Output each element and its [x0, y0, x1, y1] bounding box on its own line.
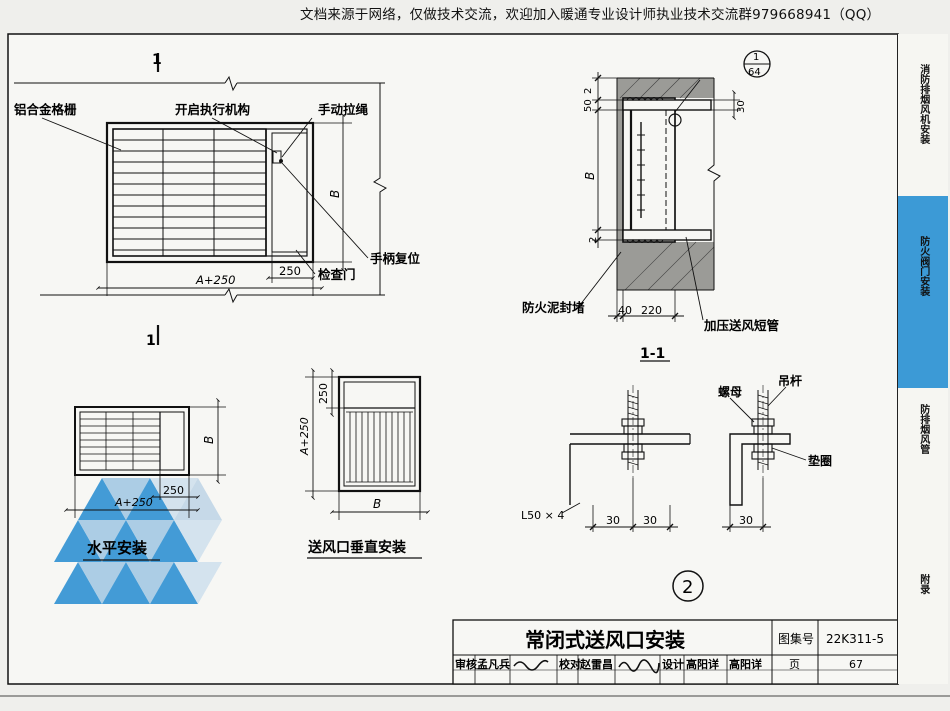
dim-sec-bottom: 2: [588, 237, 599, 243]
dim-sec-wall-b: 220: [641, 304, 662, 317]
review-label: 审核: [455, 657, 477, 671]
vertical-view: [305, 368, 430, 559]
drawing-title: 常闭式送风口安装: [525, 628, 685, 652]
dim-sec-top-b: 50: [583, 99, 594, 112]
dim-elev-height: B: [328, 190, 342, 198]
section-mark-bottom: 1: [146, 333, 156, 349]
hanger-detail: [561, 385, 807, 602]
dim-vert-width: B: [373, 497, 381, 511]
tab-fan-install[interactable]: 消防排烟风机安装: [917, 64, 929, 144]
chapter-sidebar: 消防排烟风机安装 防火阀门安装 防排烟风管 附录: [897, 34, 948, 684]
horizontal-view: [64, 398, 226, 561]
detail-ref-top: 1: [753, 52, 759, 63]
reviewer-name: 孟凡兵: [477, 657, 510, 671]
label-grille: 铝合金格栅: [14, 102, 77, 117]
dim-horiz-height: B: [202, 436, 216, 444]
check-label: 校对: [559, 657, 581, 671]
dim-elev-door: 250: [279, 264, 301, 278]
dim-vert-height: A+250: [298, 417, 311, 456]
label-rod: 吊杆: [778, 373, 802, 388]
dim-elev-width: A+250: [195, 273, 235, 287]
dim-detail-a: 30: [606, 514, 620, 527]
detail-number: 2: [682, 577, 693, 598]
section-mark-top: 1: [152, 52, 162, 68]
design-label: 设计: [662, 657, 684, 671]
dim-sec-wall-a: 40: [618, 304, 632, 317]
label-pull-cord: 手动拉绳: [318, 102, 369, 117]
page-number: 67: [849, 658, 863, 671]
label-inspection-door: 检查门: [318, 267, 356, 282]
label-fire-seal: 防火泥封堵: [522, 300, 585, 315]
designer-signature: 高阳详: [729, 657, 762, 671]
label-handle-reset: 手柄复位: [370, 251, 421, 266]
label-supply-duct: 加压送风短管: [703, 318, 779, 333]
dim-sec-height: B: [583, 172, 597, 180]
vertical-title: 送风口垂直安装: [307, 539, 407, 556]
elevation-view: [14, 53, 387, 345]
title-block: [452, 619, 899, 685]
label-washer: 垫圈: [808, 453, 832, 468]
page-label: 页: [789, 658, 800, 671]
tab-smoke-duct[interactable]: 防排烟风管: [917, 404, 929, 454]
atlas-label: 图集号: [778, 631, 814, 646]
section-title: 1-1: [640, 346, 665, 362]
horizontal-title: 水平安装: [87, 539, 148, 557]
section-view: [579, 50, 771, 362]
detail-ref-bottom: 64: [748, 67, 761, 78]
tab-appendix[interactable]: 附录: [917, 574, 929, 594]
label-nut: 螺母: [718, 384, 742, 399]
dim-vert-door: 250: [317, 383, 330, 404]
checker-name: 赵雷昌: [579, 657, 613, 671]
atlas-number: 22K311-5: [826, 632, 884, 646]
designer-name: 高阳详: [686, 657, 719, 671]
label-actuator: 开启执行机构: [175, 102, 250, 117]
dim-sec-top-a: 2: [583, 88, 594, 94]
dim-sec-top-c: 30: [736, 100, 747, 113]
dim-horiz-width: A+250: [114, 496, 153, 509]
label-angle: L50 × 4: [521, 509, 564, 522]
tab-fire-damper[interactable]: 防火阀门安装: [898, 196, 948, 388]
header-note: 文档来源于网络，仅做技术交流，欢迎加入暖通专业设计师执业技术交流群9796689…: [300, 7, 881, 23]
dim-detail-b: 30: [643, 514, 657, 527]
dim-detail-c: 30: [739, 514, 753, 527]
dim-horiz-door: 250: [163, 484, 184, 497]
